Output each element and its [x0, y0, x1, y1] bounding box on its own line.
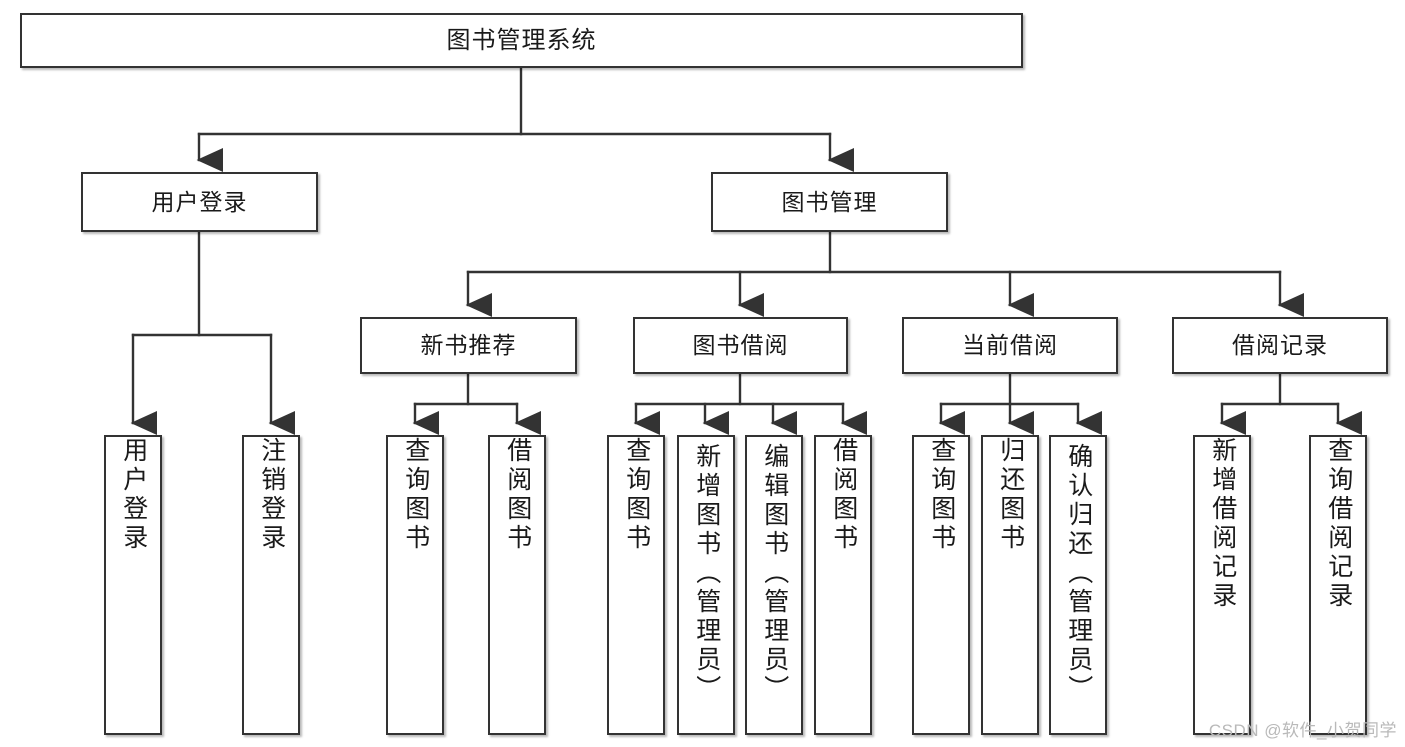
node-borrow-record[interactable]: 借阅记录: [1172, 317, 1388, 374]
node-label: 新增图书（管理员）: [692, 443, 721, 704]
node-label: 借阅图书: [829, 437, 858, 553]
node-book-borrow[interactable]: 图书借阅: [633, 317, 848, 374]
leaf-user-login-logout[interactable]: 注销登录: [242, 435, 300, 735]
node-current-borrow[interactable]: 当前借阅: [902, 317, 1118, 374]
node-label: 查询图书: [401, 437, 430, 553]
leaf-current-borrow-query[interactable]: 查询图书: [912, 435, 970, 735]
node-label: 查询图书: [927, 437, 956, 553]
node-user-login[interactable]: 用户登录: [81, 172, 318, 232]
node-label: 用户登录: [151, 188, 248, 215]
leaf-current-borrow-return[interactable]: 归还图书: [981, 435, 1039, 735]
node-root-system[interactable]: 图书管理系统: [20, 13, 1023, 68]
leaf-book-borrow-borrow[interactable]: 借阅图书: [814, 435, 872, 735]
leaf-current-borrow-confirm-return[interactable]: 确认归还（管理员）: [1049, 435, 1107, 735]
node-label: 借阅图书: [503, 437, 532, 553]
leaf-book-borrow-add[interactable]: 新增图书（管理员）: [677, 435, 735, 735]
node-label: 新增借阅记录: [1208, 437, 1237, 611]
node-label: 用户登录: [119, 437, 148, 553]
node-label: 查询借阅记录: [1324, 437, 1353, 611]
leaf-new-book-borrow[interactable]: 借阅图书: [488, 435, 546, 735]
node-label: 图书管理系统: [446, 26, 597, 54]
node-label: 新书推荐: [420, 332, 517, 358]
node-label: 当前借阅: [962, 332, 1058, 358]
leaf-book-borrow-query[interactable]: 查询图书: [607, 435, 665, 735]
leaf-user-login-login[interactable]: 用户登录: [104, 435, 162, 735]
node-book-management[interactable]: 图书管理: [711, 172, 948, 232]
node-label: 图书借阅: [692, 332, 789, 358]
node-label: 归还图书: [996, 437, 1025, 553]
node-label: 查询图书: [622, 437, 651, 553]
node-label: 借阅记录: [1232, 332, 1328, 358]
leaf-book-borrow-edit[interactable]: 编辑图书（管理员）: [745, 435, 803, 735]
node-label: 编辑图书（管理员）: [760, 443, 789, 704]
node-label: 图书管理: [781, 188, 878, 215]
node-label: 注销登录: [257, 437, 286, 553]
leaf-borrow-record-add[interactable]: 新增借阅记录: [1193, 435, 1251, 735]
leaf-borrow-record-query[interactable]: 查询借阅记录: [1309, 435, 1367, 735]
leaf-new-book-query[interactable]: 查询图书: [386, 435, 444, 735]
node-new-book-recommend[interactable]: 新书推荐: [360, 317, 577, 374]
node-label: 确认归还（管理员）: [1064, 443, 1093, 704]
